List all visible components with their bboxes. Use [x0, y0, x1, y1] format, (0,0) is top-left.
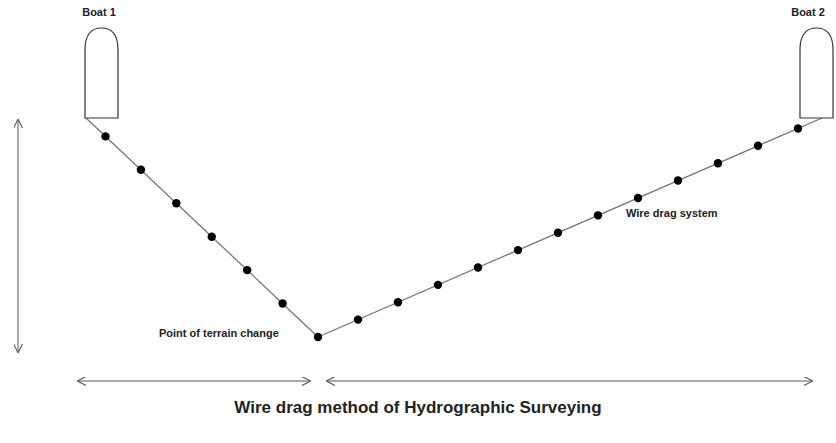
wire-weight	[514, 246, 522, 254]
wire-weight	[208, 232, 216, 240]
wire-label: Wire drag system	[624, 207, 720, 219]
boat: Boat 2	[782, 6, 834, 120]
boat-hull	[74, 6, 124, 120]
wire-weights	[101, 124, 802, 341]
wire-weight	[554, 229, 562, 237]
depth-arrow	[18, 120, 19, 352]
wire-weight	[278, 299, 286, 307]
wire-weight	[754, 142, 762, 150]
wire-weight	[314, 333, 322, 341]
span-arrow-left	[78, 381, 310, 382]
wire-weight	[101, 132, 109, 140]
wire-weight	[474, 263, 482, 271]
wire-weight	[354, 315, 362, 323]
boat: Boat 1	[74, 6, 124, 120]
caption: Wire drag method of Hydrographic Surveyi…	[0, 398, 836, 418]
boat-label: Boat 2	[782, 6, 834, 18]
wire-left	[86, 118, 318, 337]
point-label: Point of terrain change	[157, 327, 281, 339]
wire-weight	[594, 211, 602, 219]
boat-hull	[782, 6, 834, 120]
span-arrow-right	[327, 381, 812, 382]
boat-label: Boat 1	[74, 6, 124, 18]
wire-weight	[434, 281, 442, 289]
wire-weight	[794, 124, 802, 132]
wire-weight	[172, 199, 180, 207]
wire-weight	[714, 159, 722, 167]
wire-weight	[674, 176, 682, 184]
wire-weight	[243, 266, 251, 274]
wire-weight	[137, 166, 145, 174]
wire-right	[318, 118, 822, 337]
wire-weight	[634, 194, 642, 202]
wire-weight	[394, 298, 402, 306]
